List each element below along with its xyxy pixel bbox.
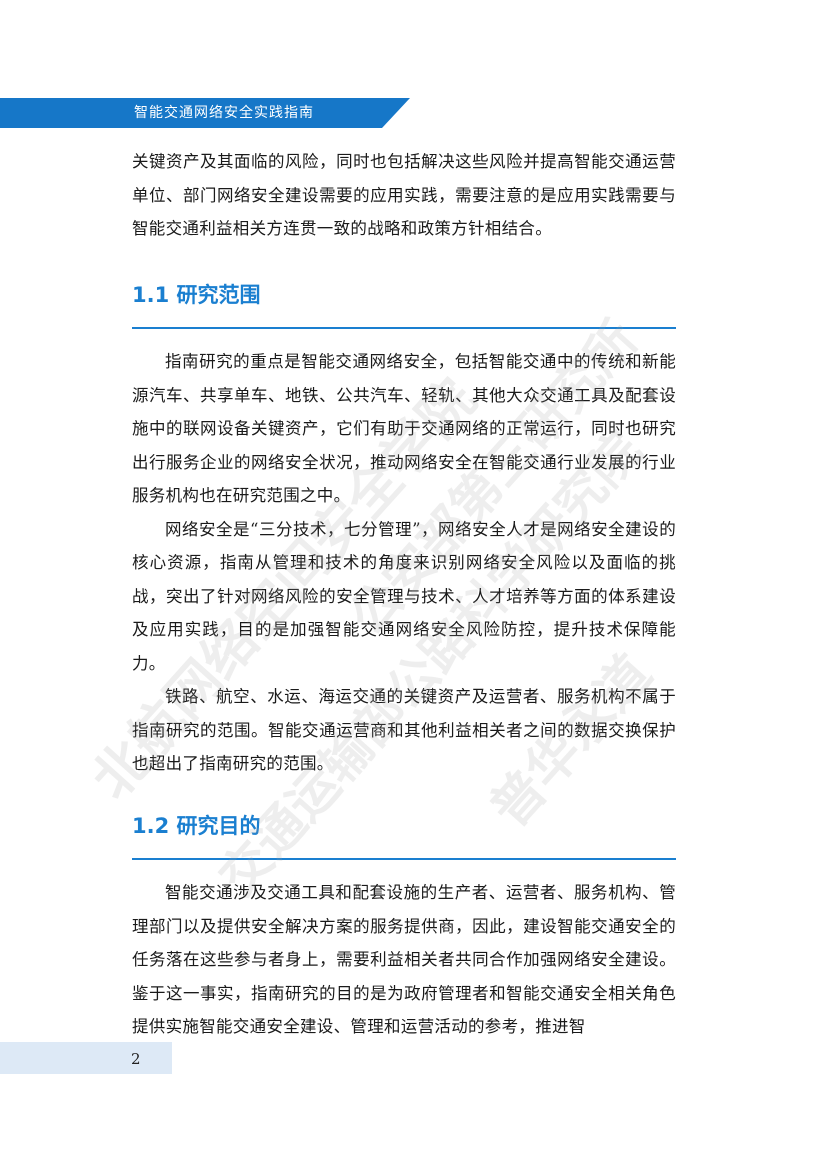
body-paragraph: 智能交通涉及交通工具和配套设施的生产者、运营者、服务机构、管理部门以及提供安全解… — [132, 883, 676, 1036]
section-2-title: 1.2 研究目的 — [132, 814, 261, 838]
running-header-title: 智能交通网络安全实践指南 — [134, 105, 314, 121]
page-number: 2 — [131, 1050, 141, 1068]
intro-paragraph: 关键资产及其面临的风险，同时也包括解决这些风险并提高智能交通运营单位、部门网络安… — [132, 152, 676, 238]
section-1-rule — [132, 327, 676, 329]
intro-block: 关键资产及其面临的风险，同时也包括解决这些风险并提高智能交通运营单位、部门网络安… — [132, 145, 676, 246]
section-2-rule — [132, 858, 676, 860]
body-paragraph: 铁路、航空、水运、海运交通的关键资产及运营者、服务机构不属于指南研究的范围。智能… — [132, 687, 676, 773]
body-paragraph: 网络安全是“三分技术，七分管理”，网络安全人才是网络安全建设的核心资源，指南从管… — [132, 519, 676, 673]
section-1-heading: 1.1 研究范围 — [132, 279, 676, 329]
header-band — [0, 98, 410, 128]
body-paragraph: 指南研究的重点是智能交通网络安全，包括智能交通中的传统和新能源汽车、共享单车、地… — [132, 352, 676, 505]
section-2-body: 智能交通涉及交通工具和配套设施的生产者、运营者、服务机构、管理部门以及提供安全解… — [132, 876, 676, 1044]
footer-band — [0, 1042, 172, 1074]
section-1-title: 1.1 研究范围 — [132, 283, 261, 307]
section-1-body: 指南研究的重点是智能交通网络安全，包括智能交通中的传统和新能源汽车、共享单车、地… — [132, 345, 676, 781]
section-2-heading: 1.2 研究目的 — [132, 810, 676, 860]
